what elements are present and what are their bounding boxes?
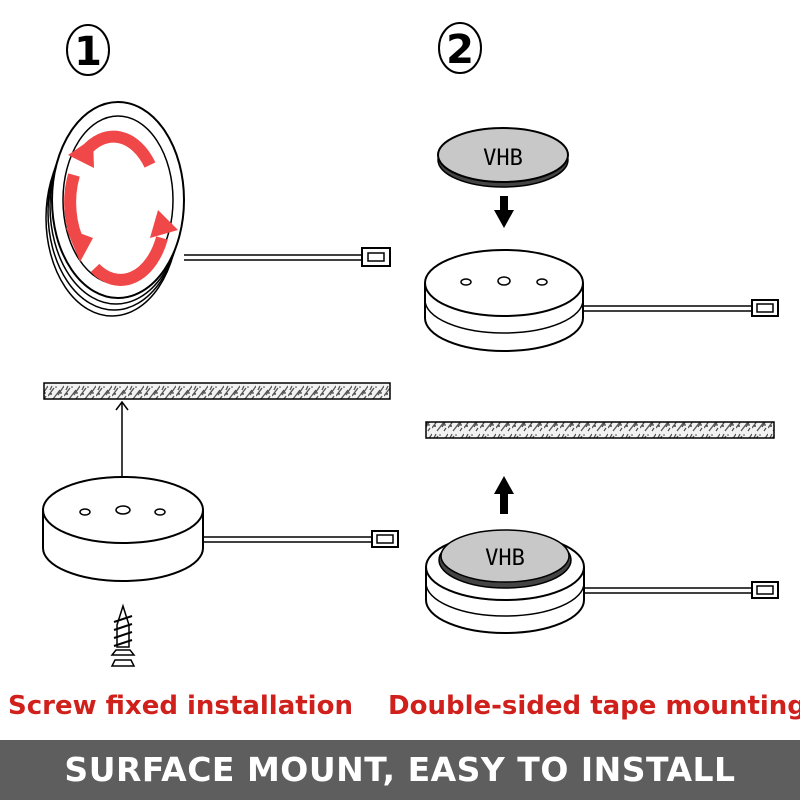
footer-banner: SURFACE MOUNT, EASY TO INSTALL xyxy=(0,740,800,800)
arrow-down-icon xyxy=(494,196,514,228)
caption-screw-installation: Screw fixed installation xyxy=(8,691,353,721)
twist-cover-light xyxy=(45,101,391,317)
vhb-pad-top: VHB xyxy=(437,127,569,188)
tape-mount-light-bottom: VHB xyxy=(425,529,779,634)
mounting-surface-right xyxy=(425,421,775,439)
step-2-badge: 2 xyxy=(438,22,482,74)
caption-tape-mounting: Double-sided tape mounting xyxy=(388,691,800,721)
mounting-surface-left xyxy=(43,382,391,400)
screw-icon xyxy=(110,603,136,667)
vhb-label-bottom: VHB xyxy=(485,546,525,571)
cable-connector-icon xyxy=(361,247,391,267)
step-1-number: 1 xyxy=(74,29,102,75)
vhb-label-top: VHB xyxy=(483,146,523,171)
arrow-up-icon xyxy=(494,476,514,514)
step-2-number: 2 xyxy=(446,27,474,73)
step-1-badge: 1 xyxy=(66,24,110,76)
screw-mount-light xyxy=(42,476,399,582)
tape-mount-light-top xyxy=(424,249,779,352)
